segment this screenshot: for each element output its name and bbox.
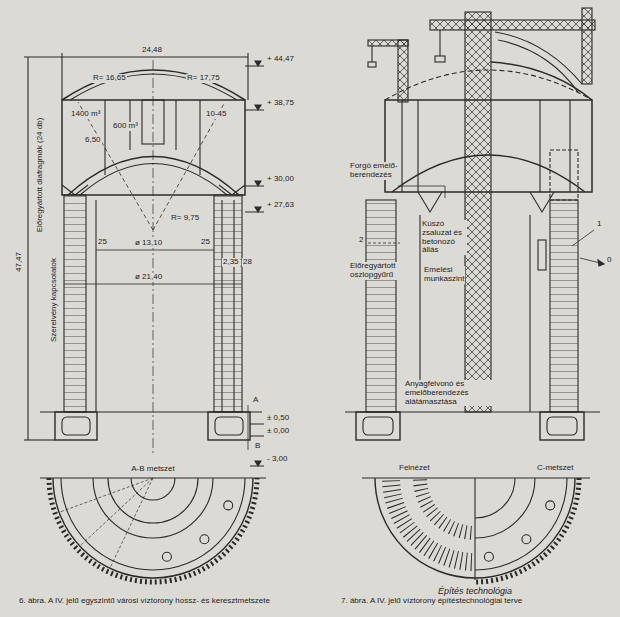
part-label: Anyagfelvonó és emelőberendezés alátámas… xyxy=(404,380,518,406)
part-label: 1400 m³ xyxy=(70,110,101,119)
callout-number: 0 xyxy=(606,256,612,265)
view-title: Felnézet xyxy=(398,464,431,473)
elevation-label: + 27,63 xyxy=(266,201,295,210)
dimension-label: ø 21,40 xyxy=(134,273,163,282)
figure-caption: 7. ábra. A IV. jelű víztorony építéstech… xyxy=(340,597,612,606)
view-title: C-metszet xyxy=(536,464,574,473)
dimension-label: R= 16,65 xyxy=(92,74,127,83)
elevation-label: ± 0,50 xyxy=(266,414,290,423)
part-label: 10-45 xyxy=(205,110,227,119)
part-label: Előregyártott diafragmák (24 db) xyxy=(36,117,45,234)
elevation-label: + 30,00 xyxy=(266,175,295,184)
callout-number: 1 xyxy=(596,220,602,229)
dimension-label: 24,48 xyxy=(141,46,163,55)
section-drawing xyxy=(24,53,266,582)
part-label: Forgó emelő-berendezés xyxy=(349,162,401,180)
part-label: Emelési munkaszint xyxy=(423,266,465,284)
elevation-label: - 3,00 xyxy=(266,455,288,464)
dimension-label: 6,50 xyxy=(84,136,102,145)
part-label: Kúszó zsaluzat és betonozó állás xyxy=(421,220,467,255)
dimension-label: 25 xyxy=(97,238,108,247)
dimension-label: 2,35 xyxy=(222,258,240,267)
dimension-label: R= 9,75 xyxy=(170,214,200,223)
part-label: Szerelvény kapcsolatok xyxy=(50,257,59,343)
part-label: 600 m³ xyxy=(112,122,139,131)
dimension-label: R= 17,75 xyxy=(186,74,221,83)
section-mark: A xyxy=(252,396,259,405)
view-title: Építés technológia xyxy=(437,587,513,597)
dimension-label: ø 13,10 xyxy=(134,239,163,248)
callout-number: 2 xyxy=(358,236,364,245)
elevation-label: + 44,47 xyxy=(266,55,295,64)
dimension-label: 25 xyxy=(200,238,211,247)
elevation-label: + 38,75 xyxy=(266,99,295,108)
elevation-label: ± 0,00 xyxy=(266,427,290,436)
figure-caption: 6. ábra. A IV. jelű egyszintű városi víz… xyxy=(18,597,320,606)
dimension-label: 47,47 xyxy=(15,251,24,273)
dimension-label: 28 xyxy=(242,258,253,267)
construction-drawing xyxy=(345,8,604,582)
part-label: Előregyártott oszlopgyűrű xyxy=(349,262,403,280)
view-title: A-B metszet xyxy=(130,465,176,474)
section-mark: B xyxy=(254,442,261,451)
